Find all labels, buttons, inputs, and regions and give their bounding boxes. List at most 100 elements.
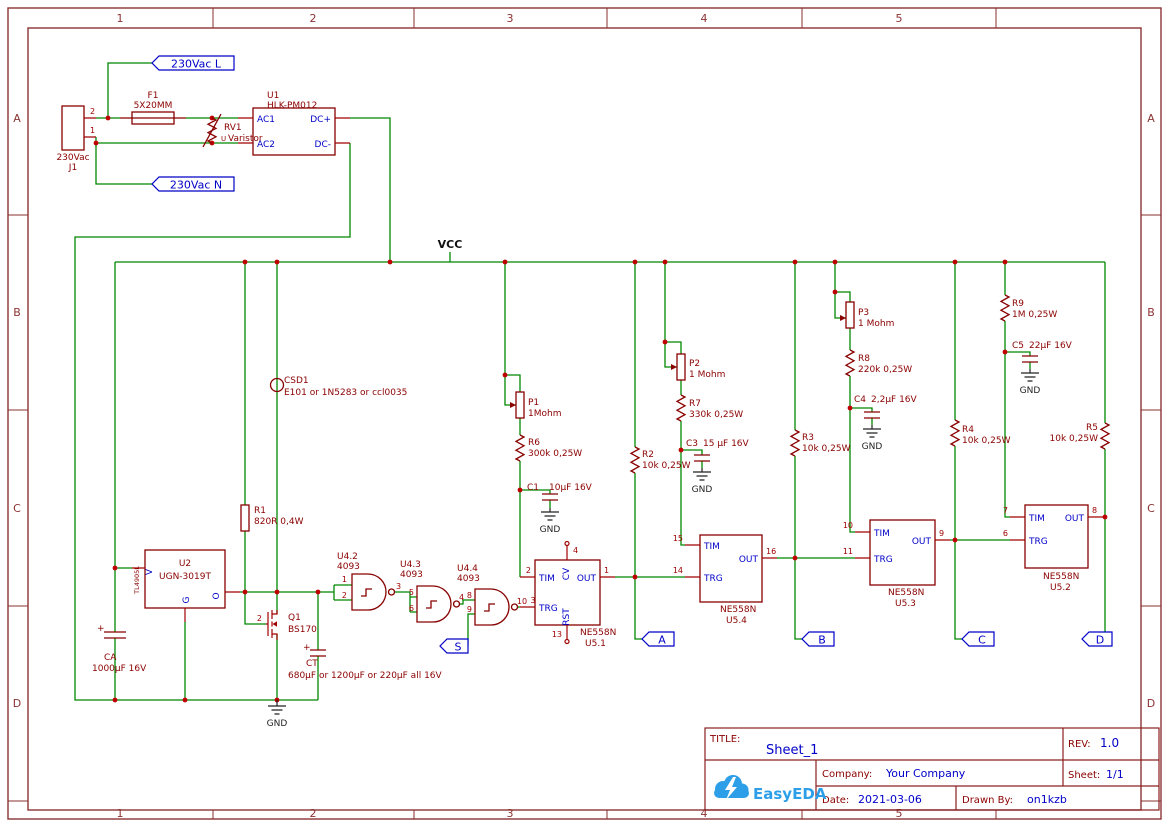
u51-pin-4-number: 4 [573,546,578,555]
u51-pin-1-number: 1 [604,566,609,575]
u2-pin-g: G [182,596,192,603]
r4-value-label: 10k 0,25W [962,436,1011,446]
u2-ref-label: U2 [179,559,191,569]
ground-c3[interactable]: GND [692,468,713,495]
ground-c1[interactable]: GND [540,508,561,535]
potentiometer-p2[interactable]: P2 1 Mohm [671,353,725,381]
vcc-net-label[interactable]: VCC [438,238,463,251]
c5-value-label: 22μF 16V [1029,341,1073,351]
logo-text: EasyEDA [753,785,827,803]
drawn-by-label: Drawn By: [962,795,1013,806]
net-flag-230vac-l[interactable]: 230Vac L [151,55,235,71]
date-value[interactable]: 2021-03-06 [858,793,922,806]
u44-pin-9: 9 [467,605,472,614]
capacitor-c3[interactable]: C3 15 μF 16V [686,439,750,462]
sheet-title-value[interactable]: Sheet_1 [766,743,818,758]
nand-gate-u42[interactable]: U4.2 4093 1 2 3 [337,552,401,611]
u44-pin-10: 10 [517,597,527,606]
wires[interactable] [74,62,1106,701]
timer-u52[interactable]: TIM TRG OUT 7 6 8 NE558N U5.2 [1003,504,1103,593]
gnd-c3-label: GND [692,485,713,495]
hall-sensor-u2[interactable]: U2 UGN-3019T TL4905L V G O [132,549,240,622]
u43-pin-6: 6 [409,604,414,613]
diode-csd1[interactable]: CSD1 E101 or 1N5283 or ccl0035 [269,376,408,398]
u54-pin-16-number: 16 [766,547,776,556]
ruler-row-a-left: A [13,112,21,125]
net-flag-d[interactable]: D [1081,631,1113,647]
c4-value-label: 2,2μF 16V [871,395,918,405]
sheet-frame: 1 2 3 4 5 1 2 3 4 5 A B C D A B C D [7,7,1162,820]
drawn-by-value[interactable]: on1kzb [1027,793,1067,806]
u52-ref-label: U5.2 [1050,583,1071,593]
resistor-r9[interactable]: R9 1M 0,25W [999,294,1057,322]
varistor-rv1[interactable]: RV1 U Varistor [202,113,263,148]
u52-pin-trg: TRG [1028,537,1048,547]
mosfet-q1[interactable]: 2 Q1 BS170 [257,610,317,640]
ruler-row-c-left: C [13,502,21,515]
potentiometer-p3[interactable]: P3 1 Mohm [840,301,894,329]
resistor-r2[interactable]: R2 10k 0,25W [629,446,691,474]
nand-gate-u44[interactable]: U4.4 4093 8 9 10 [457,564,527,626]
j1-pin2-number: 2 [90,107,95,116]
potentiometer-p1[interactable]: P1 1Mohm [510,391,561,419]
resistor-r1[interactable]: R1 820R 0,4W [240,504,304,532]
u1-pin-ac1: AC1 [257,115,275,125]
r2-value-label: 10k 0,25W [642,461,691,471]
net-flag-b[interactable]: B [801,631,835,647]
gnd-c5-label: GND [1020,386,1041,396]
u53-pin-9-number: 9 [939,529,944,538]
capacitor-c1[interactable]: C1 10μF 16V [527,483,593,501]
c1-ref-label: C1 [527,483,539,493]
net-label-s: S [455,641,462,654]
q1-ref-label: Q1 [288,613,301,623]
net-flag-a[interactable]: A [641,631,675,647]
u53-pin-11-number: 11 [843,547,853,556]
rev-value[interactable]: 1.0 [1100,736,1119,750]
ruler-col-4-bottom: 4 [701,807,708,820]
capacitor-c4[interactable]: C4 2,2μF 16V [854,395,918,419]
ground-c5[interactable]: GND [1020,369,1041,396]
easyeda-logo[interactable]: EasyEDA [714,775,827,803]
power-module-u1[interactable]: AC1 AC2 DC+ DC- U1 HLK-PM012 [238,91,350,156]
timer-u51[interactable]: TIM TRG OUT CV RST 2 3 1 4 13 NE558N U5.… [520,540,616,650]
resistor-r3[interactable]: R3 10k 0,25W [789,429,851,457]
net-label-230vac-n: 230Vac N [170,179,222,192]
csd1-ref-label: CSD1 [284,376,309,386]
resistor-r4[interactable]: R4 10k 0,25W [949,419,1011,447]
u53-pin-out: OUT [912,537,932,547]
c4-ref-label: C4 [854,395,866,405]
capacitor-ca[interactable]: + CA 1000μF 16V [92,624,147,674]
resistor-r5[interactable]: R5 10k 0,25W [1050,422,1111,450]
net-flag-s[interactable]: S [439,638,469,654]
ruler-col-3-bottom: 3 [507,807,514,820]
net-flag-230vac-n[interactable]: 230Vac N [151,176,235,192]
nand-gate-u43[interactable]: U4.3 4093 5 6 4 [400,560,464,623]
r5-value-label: 10k 0,25W [1050,434,1099,444]
timer-u53[interactable]: TIM TRG OUT 10 11 9 NE558N U5.3 [843,519,950,609]
resistor-r7[interactable]: R7 330k 0,25W [675,394,743,422]
u51-pin-2-number: 2 [526,566,531,575]
ground-c4[interactable]: GND [862,425,883,452]
ground-main[interactable]: GND [267,700,288,729]
u2-pin-o: O [212,592,222,599]
u51-pin-trg: TRG [538,604,558,614]
net-flag-c[interactable]: C [961,631,995,647]
capacitor-c5[interactable]: C5 22μF 16V [1012,341,1073,363]
u42-ref-label: U4.2 [337,552,358,562]
net-label-b: B [818,634,826,647]
resistor-r8[interactable]: R8 220k 0,25W [844,349,912,377]
connector-j1[interactable]: 2 1 230Vac J1 [56,105,96,173]
capacitor-ct[interactable]: + CT 680μF or 1200μF or 220μF all 16V [288,643,443,681]
u42-pin-3: 3 [396,582,401,591]
u1-pin-dcp: DC+ [310,115,331,125]
rv1-value-label: Varistor [228,134,263,144]
timer-u54[interactable]: TIM TRG OUT 15 14 16 NE558N U5.4 [673,534,777,626]
r9-value-label: 1M 0,25W [1012,310,1057,320]
r1-value-label: 820R 0,4W [254,517,304,527]
fuse-f1[interactable]: F1 5X20MM [120,91,186,125]
sheet-value[interactable]: 1/1 [1106,768,1124,781]
u42-pin-2: 2 [342,591,347,600]
company-value[interactable]: Your Company [885,767,966,780]
resistor-r6[interactable]: R6 300k 0,25W [514,434,582,462]
